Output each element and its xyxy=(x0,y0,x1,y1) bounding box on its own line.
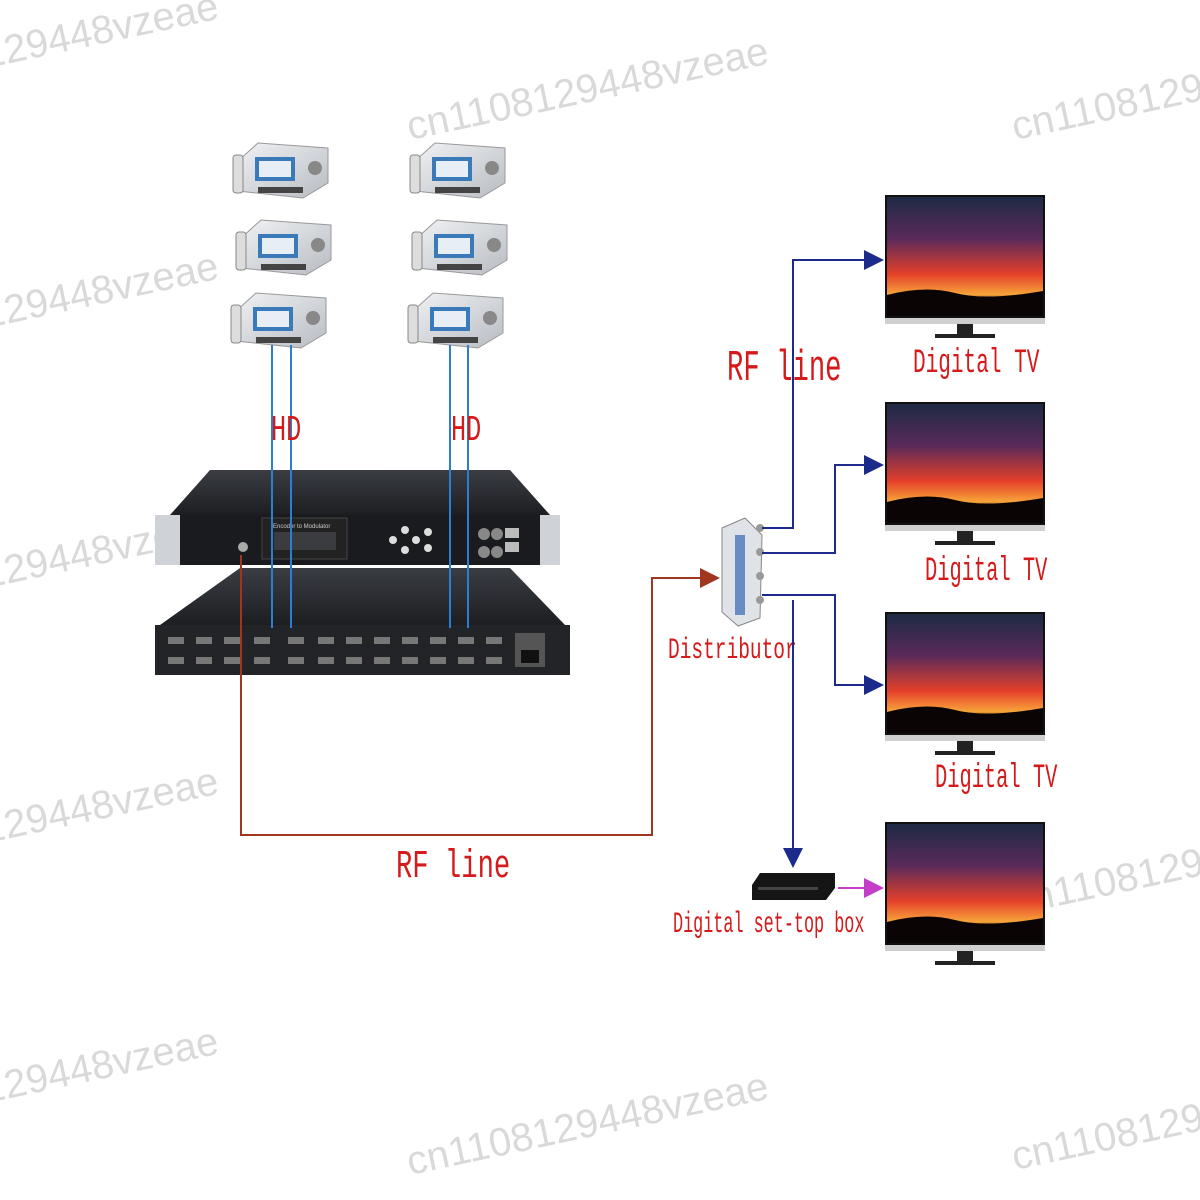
watermark: cn1108129448vzeae xyxy=(403,1064,773,1184)
distributor-label: Distributor xyxy=(668,633,797,667)
watermark: cn1108129448vzeae xyxy=(1008,29,1200,149)
receiver-icon xyxy=(411,219,508,276)
hdmi-ports xyxy=(168,637,502,664)
encoder-modulator-front: Encoder to Modulator xyxy=(155,470,560,565)
satellite-receivers xyxy=(230,142,508,349)
tv-icon xyxy=(885,402,1045,545)
receiver-icon xyxy=(235,219,332,276)
receiver-icon xyxy=(409,142,506,199)
rf-line-bottom xyxy=(240,555,720,836)
rf-line-label-top: RF line xyxy=(727,344,842,393)
rf-line-label-bottom: RF line xyxy=(396,845,510,889)
watermark: cn1108129448vzeae xyxy=(403,29,773,149)
hdmi-lines xyxy=(271,345,469,628)
tv2-label: Digital TV xyxy=(925,553,1047,591)
set-top-box-label: Digital set-top box xyxy=(673,909,864,942)
hd-label-right: HD xyxy=(451,411,481,452)
tv-icon xyxy=(885,195,1045,338)
distribution-lines xyxy=(762,250,884,868)
watermark: cn1108129448vzeae xyxy=(0,759,222,879)
watermark: cn1108129448vzeae xyxy=(0,0,222,104)
receiver-icon xyxy=(407,292,504,349)
watermark: cn1108129448vzeae xyxy=(0,244,222,364)
tv-icon xyxy=(885,822,1045,965)
receiver-icon xyxy=(230,292,327,349)
encoder-modulator-rear xyxy=(155,568,570,675)
distributor-icon xyxy=(721,517,764,627)
set-top-box-icon xyxy=(752,873,835,900)
receiver-icon xyxy=(232,142,329,199)
encoder-panel-text: Encoder to Modulator xyxy=(273,524,330,530)
hd-label-left: HD xyxy=(271,411,301,452)
tv1-label: Digital TV xyxy=(913,344,1039,382)
tv3-label: Digital TV xyxy=(935,760,1057,798)
watermark: cn1108129448vzeae xyxy=(0,1019,222,1139)
watermark: cn1108129448vzeae xyxy=(1008,1059,1200,1179)
tv-icon xyxy=(885,612,1045,755)
